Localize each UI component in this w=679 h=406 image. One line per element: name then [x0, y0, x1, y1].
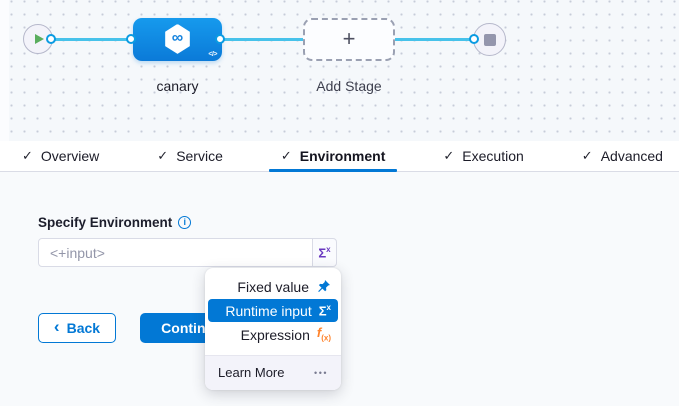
ellipsis-icon[interactable]: •••	[314, 367, 328, 378]
menu-item-runtime-input[interactable]: Runtime input Σx	[208, 299, 338, 322]
start-node-out-connector[interactable]	[46, 34, 56, 44]
check-icon: ✓	[280, 148, 292, 163]
chevron-left-icon: ‹	[53, 317, 60, 336]
end-node-in-connector[interactable]	[469, 34, 479, 44]
back-button[interactable]: ‹ Back	[38, 313, 116, 343]
play-icon	[35, 34, 44, 44]
check-icon: ✓	[22, 148, 33, 163]
tab-overview[interactable]: ✓ Overview	[10, 141, 111, 171]
tab-advanced[interactable]: ✓ Advanced	[570, 141, 675, 171]
code-icon: </>	[208, 51, 217, 58]
check-icon: ✓	[581, 148, 593, 163]
menu-item-label: Expression	[240, 326, 310, 343]
stage-node-in-connector[interactable]	[126, 34, 136, 44]
stage-name-label: canary	[156, 78, 199, 94]
menu-item-label: Fixed value	[237, 278, 309, 295]
input-type-dropdown-menu: Fixed value Runtime input Σx Expression …	[205, 268, 341, 390]
tab-label: Advanced	[600, 148, 663, 164]
stage-tabs: ✓ Overview ✓ Service ✓ Environment ✓ Exe…	[0, 141, 679, 172]
plus-icon: +	[342, 25, 356, 51]
menu-item-label: Runtime input	[225, 302, 312, 319]
sigma-icon: Σx	[318, 302, 331, 319]
stage-node-out-connector[interactable]	[215, 34, 225, 44]
tab-label: Execution	[462, 148, 524, 164]
info-icon[interactable]: i	[178, 216, 192, 229]
tab-label: Service	[176, 148, 223, 164]
pipeline-canvas[interactable]: ∞ </> + canary Add Stage	[0, 0, 679, 141]
menu-item-expression[interactable]: Expression f(x)	[205, 323, 341, 346]
tab-label: Overview	[40, 148, 100, 164]
pin-icon	[318, 280, 330, 293]
learn-more-link[interactable]: Learn More	[218, 365, 285, 380]
tab-service[interactable]: ✓ Service	[145, 141, 235, 171]
add-stage-label: Add Stage	[316, 78, 382, 94]
add-stage-node[interactable]: +	[303, 18, 395, 61]
environment-input[interactable]	[38, 238, 313, 267]
stop-icon	[483, 33, 496, 46]
sigma-icon: Σx	[318, 244, 331, 261]
tab-environment[interactable]: ✓ Environment	[268, 141, 398, 172]
input-type-selector-button[interactable]: Σx	[312, 238, 337, 267]
environment-input-group: Σx	[38, 238, 337, 267]
stage-node-canary[interactable]: ∞ </>	[133, 18, 222, 61]
pipeline-edge	[394, 38, 476, 41]
back-button-label: Back	[66, 320, 101, 336]
canvas-left-gutter	[0, 0, 9, 141]
specify-environment-label-row: Specify Environment i	[38, 215, 192, 230]
tab-execution[interactable]: ✓ Execution	[431, 141, 535, 171]
dropdown-items: Fixed value Runtime input Σx Expression …	[205, 268, 341, 355]
pipeline-edge	[221, 38, 304, 41]
check-icon: ✓	[443, 148, 455, 163]
fx-icon: f(x)	[316, 325, 331, 343]
canary-deployment-icon: ∞	[165, 23, 190, 54]
tab-label: Environment	[299, 148, 386, 164]
dropdown-footer: Learn More •••	[205, 355, 341, 390]
pipeline-edge	[51, 38, 133, 41]
check-icon: ✓	[157, 148, 169, 163]
specify-environment-label: Specify Environment	[38, 215, 173, 230]
menu-item-fixed-value[interactable]: Fixed value	[205, 275, 341, 298]
